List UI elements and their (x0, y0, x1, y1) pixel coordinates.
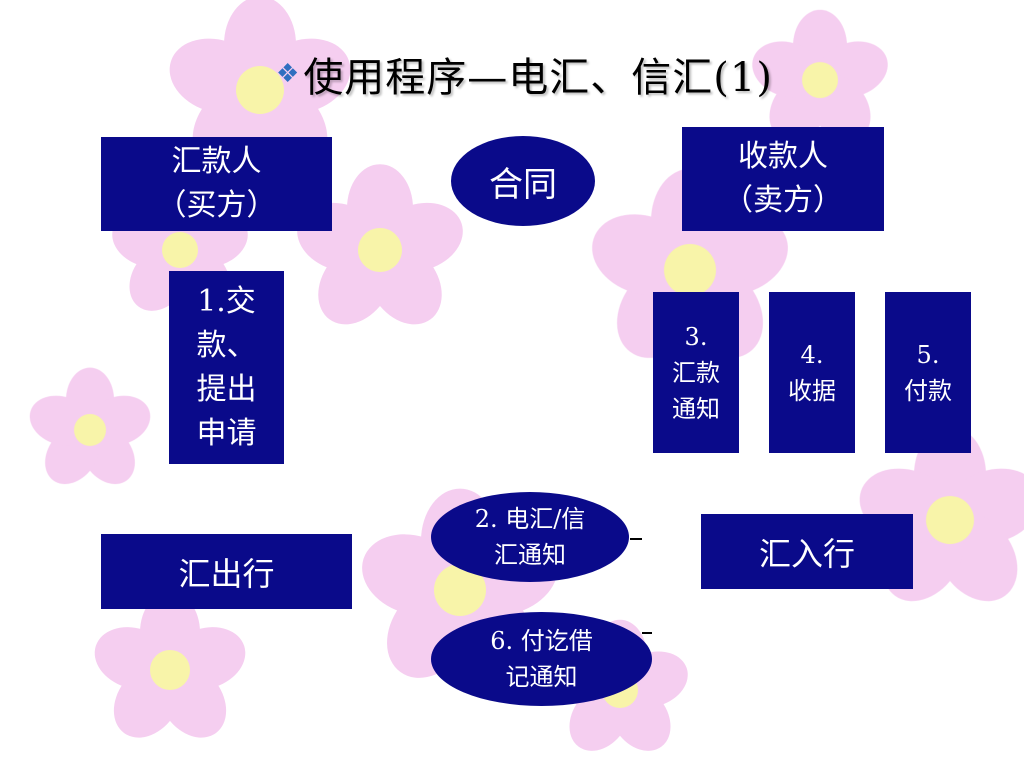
connector-stub (642, 632, 652, 634)
step4-box: 4. 收据 (769, 292, 855, 453)
step3-box: 3. 汇款 通知 (653, 292, 739, 453)
remitting-bank-box: 汇出行 (101, 534, 352, 609)
step5-box: 5. 付款 (885, 292, 971, 453)
contract-oval: 合同 (451, 136, 595, 226)
remitter-box: 汇款人 （买方） (101, 137, 332, 231)
page-title: ❖ 使用程序—电汇、信汇(1) (276, 44, 773, 104)
connector-stub (630, 538, 642, 540)
step1-box: 1.交 款、 提出 申请 (169, 271, 284, 464)
payee-box: 收款人 （卖方） (682, 127, 884, 231)
step6-oval: 6. 付讫借 记通知 (431, 612, 652, 706)
step2-oval: 2. 电汇/信 汇通知 (431, 492, 629, 582)
title-text: 使用程序—电汇、信汇(1) (303, 55, 773, 101)
diamond-cluster-icon: ❖ (276, 59, 300, 89)
paying-bank-box: 汇入行 (701, 514, 913, 589)
